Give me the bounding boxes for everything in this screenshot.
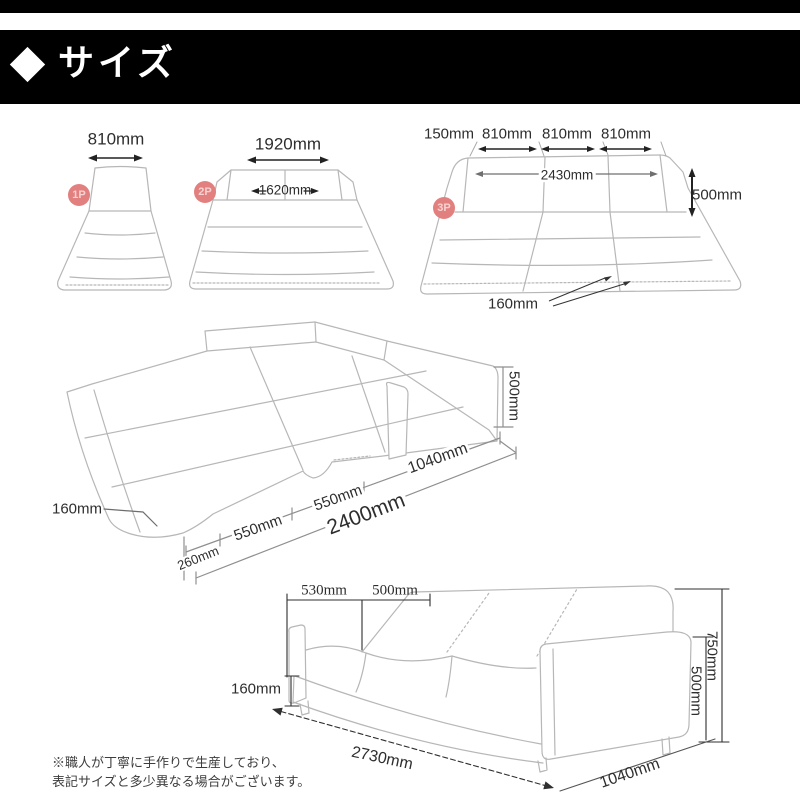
dim-2p-inner-width: 1620mm [258,182,312,198]
badge-2p: 2P [194,181,216,203]
mattress-2p-drawing [189,169,394,290]
dim-3p-seat3: 810mm [600,125,652,143]
footnote-line1: ※職人が丁寧に手作りで生産しており、 [52,755,285,770]
dim-2p-outer-width: 1920mm [254,134,322,154]
footnote-line2: 表記サイズと多少異なる場合がございます。 [52,774,311,789]
dim-3p-inner-width: 2430mm [538,167,596,183]
mattress-3p-drawing [420,141,742,295]
dim-bed-back-height: 500mm [505,370,523,422]
dim-sofa-arm-height: 500mm [687,665,705,717]
dim-3p-skirt-height: 160mm [487,295,539,313]
dim-3p-seat2: 810mm [541,125,593,143]
sofa-front-dimension-lines [272,588,730,792]
badge-3p: 3P [433,197,455,219]
dim-sofa-seat-depth: 530mm [301,582,347,599]
sofa-bed-open-drawing [66,321,499,538]
mattress-1p-drawing [57,165,172,291]
dim-sofa-total-height: 750mm [703,630,721,682]
badge-1p: 1P [68,184,90,206]
dim-3p-left-offset: 150mm [423,125,475,143]
dim-bed-skirt-height: 160mm [51,500,103,518]
dim-3p-back-height: 500mm [691,186,743,204]
sofa-front-drawing [288,585,692,773]
top-black-strip [0,0,800,13]
dim-sofa-back-depth: 500mm [372,582,418,599]
dim-1p-width: 810mm [87,129,145,149]
dim-sofa-leg-height: 160mm [230,680,282,698]
section-header-bar [0,30,800,104]
skirt-leader-3p [548,276,631,307]
dim-3p-seat1: 810mm [481,125,533,143]
page-title: サイズ [58,42,177,83]
top-dimension-arrows [88,146,696,217]
